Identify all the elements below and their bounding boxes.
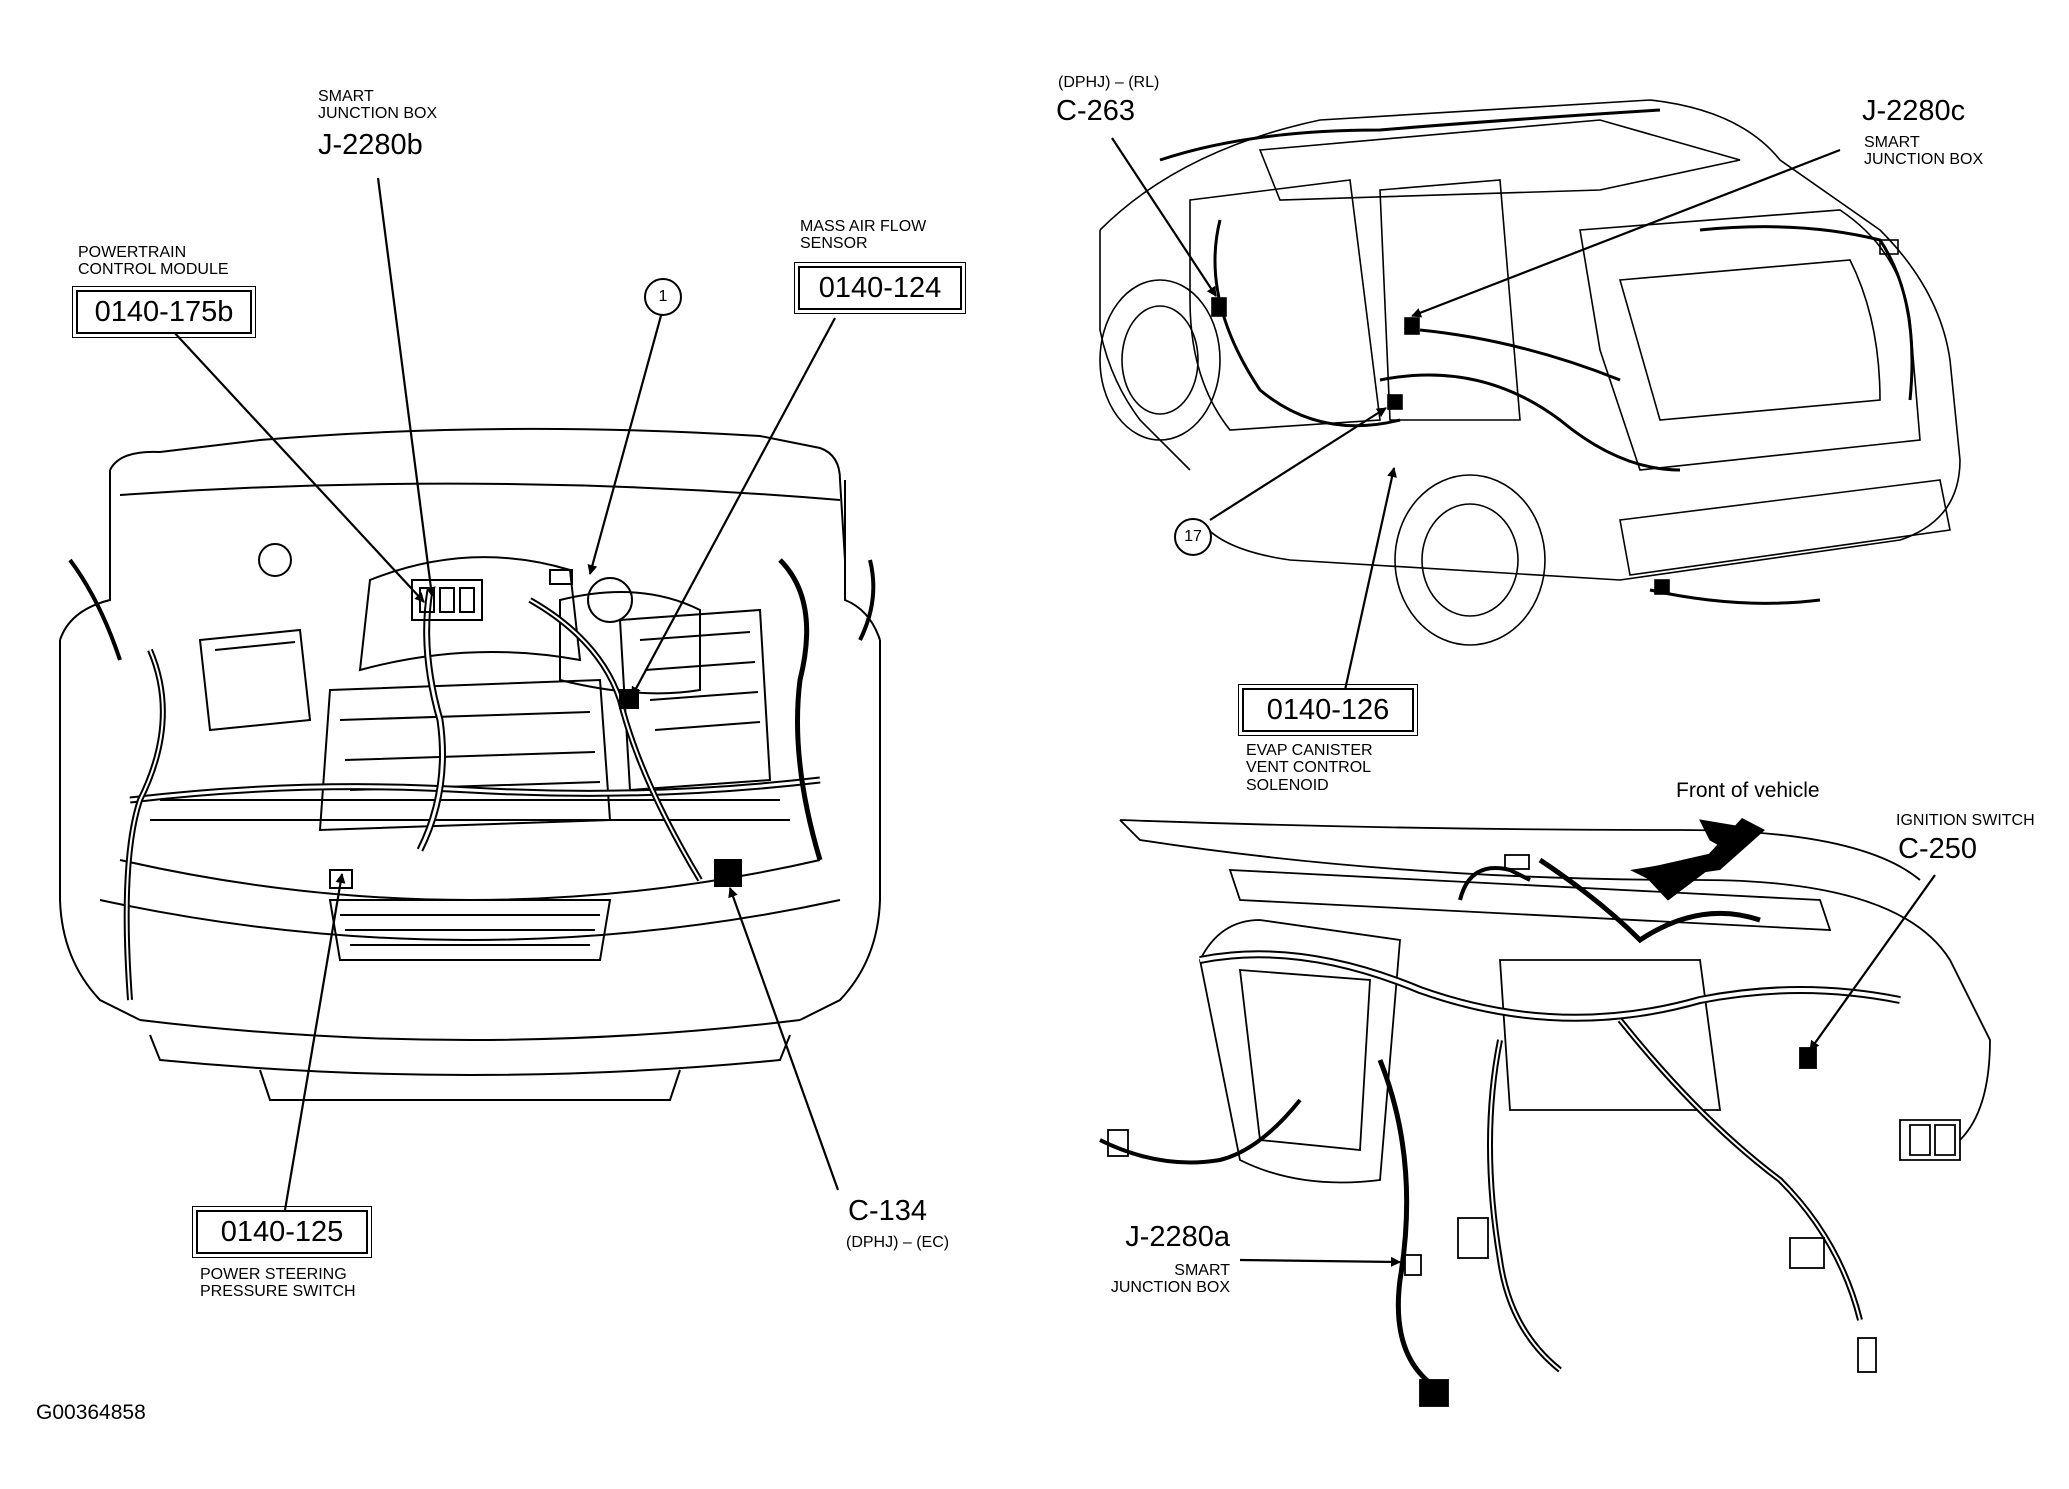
ignition-switch-code: C-250 xyxy=(1898,833,1977,865)
c134-code: C-134 xyxy=(848,1195,927,1227)
figure-id: G00364858 xyxy=(36,1401,146,1424)
rear-vehicle-drawing xyxy=(1099,99,1961,646)
smart-junction-box-a-caption: SMART JUNCTION BOX xyxy=(1110,1262,1230,1297)
ps-switch-caption: POWER STEERING PRESSURE SWITCH xyxy=(200,1266,356,1301)
smart-junction-box-b-caption: SMART JUNCTION BOX xyxy=(318,88,438,123)
maf-code-box: 0140-124 xyxy=(794,262,966,314)
smart-junction-box-c-code: J-2280c xyxy=(1862,95,1966,127)
ps-switch-code-box: 0140-125 xyxy=(192,1206,372,1258)
pcm-caption: POWERTRAIN CONTROL MODULE xyxy=(78,244,229,279)
maf-caption: MASS AIR FLOW SENSOR xyxy=(800,218,927,253)
c263-sub: (DPHJ) – (RL) xyxy=(1058,74,1160,91)
ignition-switch-caption: IGNITION SWITCH xyxy=(1896,812,2035,829)
front-of-vehicle-label: Front of vehicle xyxy=(1676,779,1820,802)
smart-junction-box-a-code: J-2280a xyxy=(1125,1221,1230,1253)
evap-caption: EVAP CANISTER VENT CONTROL SOLENOID xyxy=(1246,742,1373,794)
dash-panel-drawing xyxy=(1099,819,1991,1407)
callout-17: 17 xyxy=(1174,518,1212,556)
smart-junction-box-b-code: J-2280b xyxy=(318,129,423,161)
leader-lines xyxy=(171,137,1936,1267)
evap-code-box: 0140-126 xyxy=(1238,684,1418,736)
smart-junction-box-c-caption: SMART JUNCTION BOX xyxy=(1864,134,1984,169)
c134-sub: (DPHJ) – (EC) xyxy=(846,1234,950,1251)
pcm-code-box: 0140-175b xyxy=(72,286,256,338)
c263-code: C-263 xyxy=(1056,95,1135,127)
callout-1: 1 xyxy=(644,278,682,316)
engine-compartment-drawing xyxy=(59,427,881,1101)
